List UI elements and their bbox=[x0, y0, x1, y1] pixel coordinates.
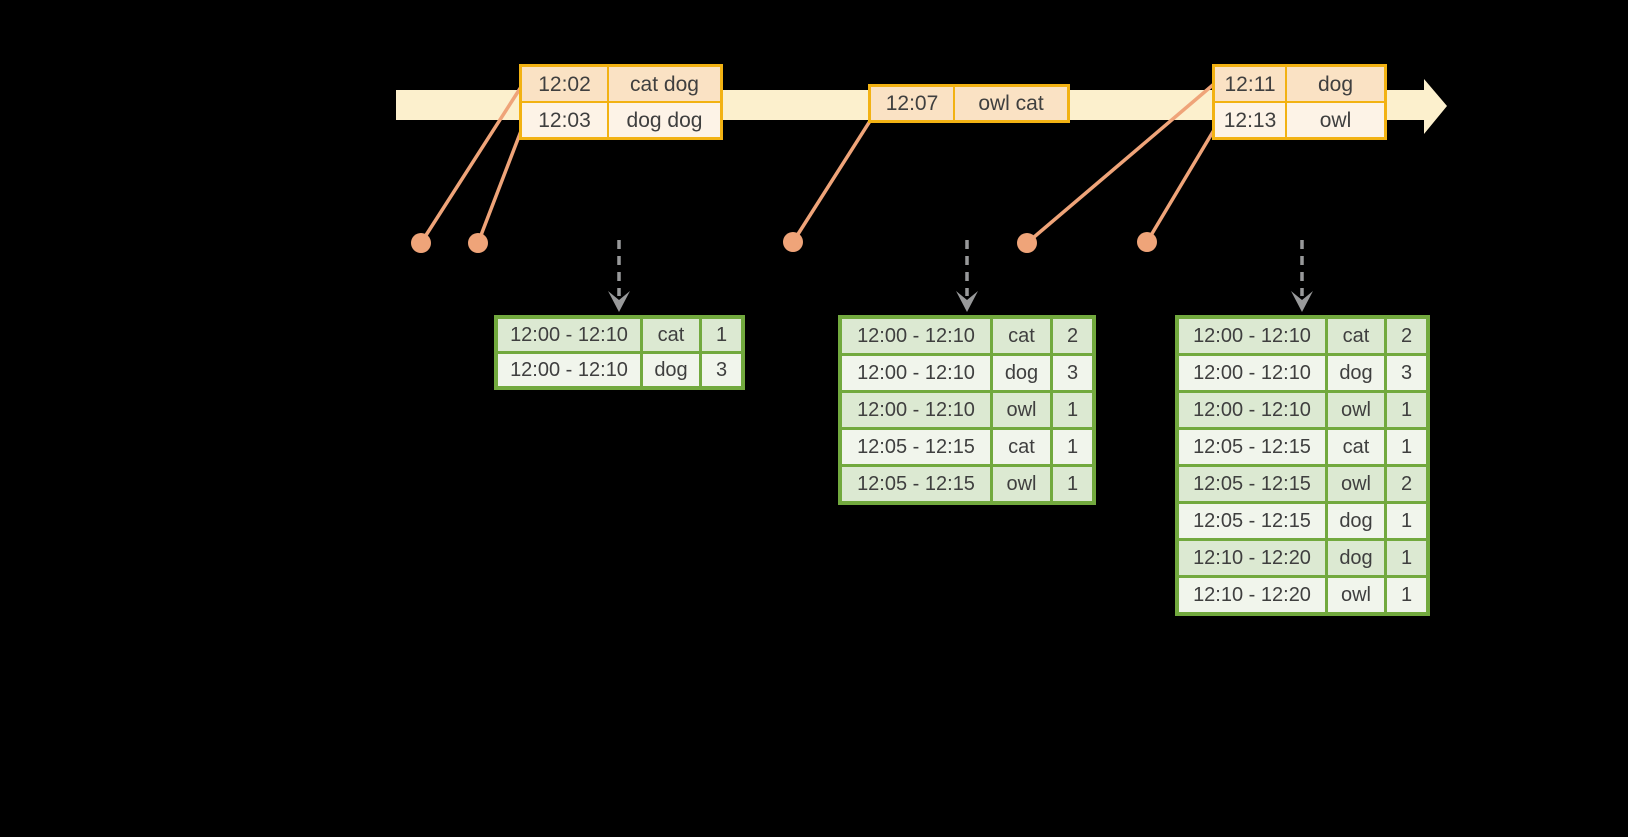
event-connector-line bbox=[1145, 129, 1216, 243]
event-time: 12:02 bbox=[522, 67, 607, 101]
event-words: cat dog bbox=[609, 67, 720, 101]
event-dot bbox=[783, 232, 803, 252]
result-count: 1 bbox=[1053, 467, 1092, 501]
event-dot bbox=[1137, 232, 1157, 252]
event-words: dog bbox=[1287, 67, 1384, 101]
result-word: cat bbox=[643, 319, 699, 351]
result-window: 12:00 - 12:10 bbox=[1179, 356, 1325, 390]
result-table-1: 12:00 - 12:10 cat 1 12:00 - 12:10 dog 3 bbox=[494, 315, 745, 390]
result-count: 1 bbox=[1053, 430, 1092, 464]
result-word: owl bbox=[993, 393, 1050, 427]
result-word: cat bbox=[1328, 319, 1384, 353]
result-window: 12:00 - 12:10 bbox=[1179, 319, 1325, 353]
event-connector-line bbox=[419, 86, 523, 244]
result-window: 12:00 - 12:10 bbox=[498, 319, 640, 351]
result-window: 12:05 - 12:15 bbox=[1179, 504, 1325, 538]
result-count: 3 bbox=[702, 354, 741, 386]
result-window: 12:10 - 12:20 bbox=[1179, 578, 1325, 612]
result-count: 1 bbox=[1387, 430, 1426, 464]
event-words: owl bbox=[1287, 103, 1384, 137]
result-count: 2 bbox=[1387, 319, 1426, 353]
event-time: 12:03 bbox=[522, 103, 607, 137]
result-window: 12:05 - 12:15 bbox=[842, 467, 990, 501]
result-window: 12:05 - 12:15 bbox=[1179, 467, 1325, 501]
event-dot bbox=[468, 233, 488, 253]
event-words: dog dog bbox=[609, 103, 720, 137]
result-window: 12:00 - 12:10 bbox=[842, 319, 990, 353]
result-window: 12:00 - 12:10 bbox=[842, 356, 990, 390]
result-count: 1 bbox=[1053, 393, 1092, 427]
result-count: 1 bbox=[1387, 578, 1426, 612]
result-window: 12:05 - 12:15 bbox=[1179, 430, 1325, 464]
event-connector-line bbox=[1025, 82, 1216, 245]
result-word: dog bbox=[1328, 541, 1384, 575]
result-window: 12:05 - 12:15 bbox=[842, 430, 990, 464]
event-dot bbox=[411, 233, 431, 253]
result-word: owl bbox=[1328, 393, 1384, 427]
result-window: 12:00 - 12:10 bbox=[498, 354, 640, 386]
event-table-1: 12:02 cat dog 12:03 dog dog bbox=[519, 64, 723, 140]
result-word: dog bbox=[993, 356, 1050, 390]
event-connector-line bbox=[476, 130, 523, 244]
event-time: 12:13 bbox=[1215, 103, 1285, 137]
result-table-3: 12:00 - 12:10 cat 2 12:00 - 12:10 dog 3 … bbox=[1175, 315, 1430, 616]
result-count: 2 bbox=[1387, 467, 1426, 501]
event-dot bbox=[1017, 233, 1037, 253]
result-window: 12:00 - 12:10 bbox=[1179, 393, 1325, 427]
result-window: 12:00 - 12:10 bbox=[842, 393, 990, 427]
result-word: cat bbox=[993, 430, 1050, 464]
event-words: owl cat bbox=[955, 87, 1067, 120]
result-word: cat bbox=[1328, 430, 1384, 464]
result-count: 1 bbox=[1387, 393, 1426, 427]
result-word: dog bbox=[643, 354, 699, 386]
result-word: dog bbox=[1328, 504, 1384, 538]
trigger-arrow-head-icon bbox=[608, 291, 630, 312]
result-table-2: 12:00 - 12:10 cat 2 12:00 - 12:10 dog 3 … bbox=[838, 315, 1096, 505]
event-table-3: 12:11 dog 12:13 owl bbox=[1212, 64, 1387, 140]
result-word: owl bbox=[1328, 467, 1384, 501]
result-word: owl bbox=[993, 467, 1050, 501]
result-count: 1 bbox=[702, 319, 741, 351]
result-word: owl bbox=[1328, 578, 1384, 612]
result-window: 12:10 - 12:20 bbox=[1179, 541, 1325, 575]
result-word: dog bbox=[1328, 356, 1384, 390]
result-count: 2 bbox=[1053, 319, 1092, 353]
trigger-arrow-head-icon bbox=[1291, 291, 1313, 312]
result-count: 3 bbox=[1387, 356, 1426, 390]
result-word: cat bbox=[993, 319, 1050, 353]
trigger-arrow-head-icon bbox=[956, 291, 978, 312]
event-time: 12:07 bbox=[871, 87, 953, 120]
result-count: 3 bbox=[1053, 356, 1092, 390]
result-count: 1 bbox=[1387, 541, 1426, 575]
result-count: 1 bbox=[1387, 504, 1426, 538]
event-connector-line bbox=[791, 120, 872, 243]
event-time: 12:11 bbox=[1215, 67, 1285, 101]
event-table-2: 12:07 owl cat bbox=[868, 84, 1070, 123]
